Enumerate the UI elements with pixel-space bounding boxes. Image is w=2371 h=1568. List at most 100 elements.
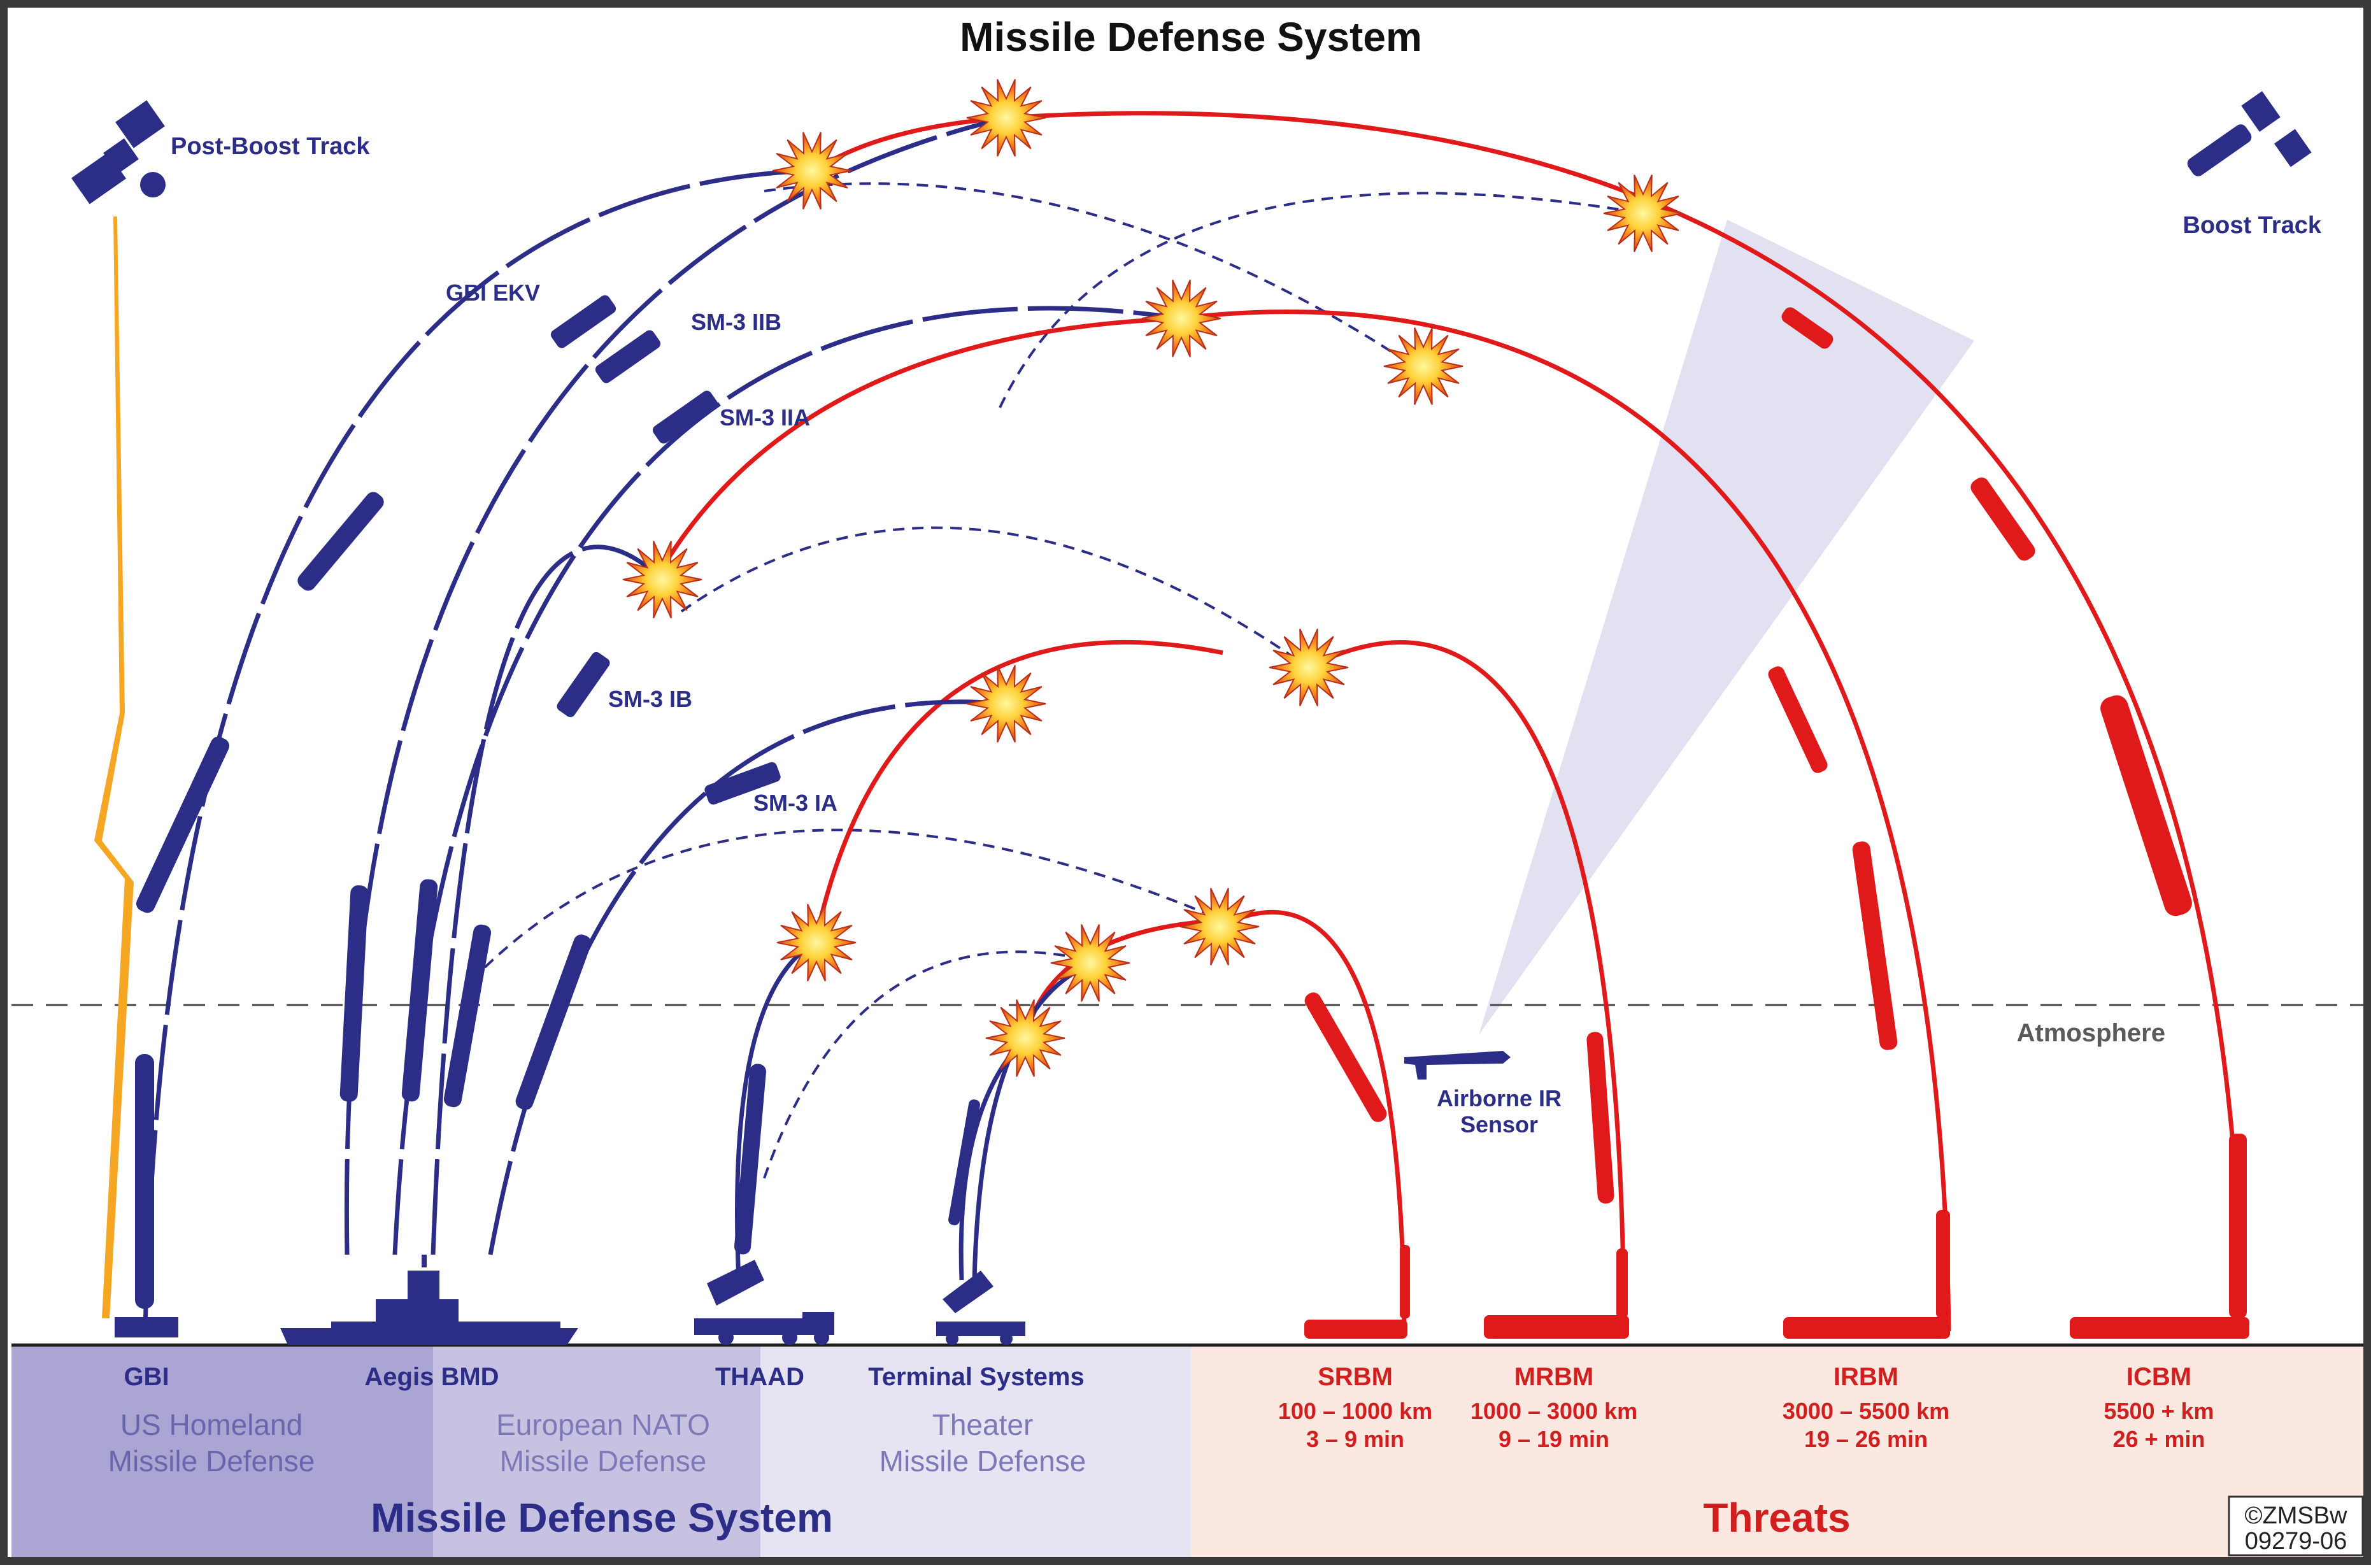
ground-platforms: [115, 1255, 2249, 1345]
terminal-trajectory-2: [972, 966, 1084, 1281]
satellite-right: [2187, 91, 2312, 176]
icbm-trajectory: [1006, 111, 2244, 1332]
patriot-wheel-1: [946, 1332, 958, 1345]
credit-line2: 09279-06: [2245, 1528, 2347, 1555]
post-boost-track-label: Post-Boost Track: [171, 133, 370, 160]
defense-system-gbi: GBI: [124, 1363, 169, 1391]
band-theater: [760, 1345, 1191, 1557]
mrbm-launch: [1616, 1248, 1628, 1318]
defense-system-aegis: Aegis BMD: [364, 1363, 499, 1391]
mrbm-missile: [1586, 1032, 1614, 1204]
threat-icbm-time: 26 + min: [2112, 1426, 2205, 1452]
sm3-ia-label: SM-3 IA: [753, 790, 837, 816]
predicted-path-5: [999, 192, 1644, 408]
threat-irbm-range: 3000 – 5500 km: [1783, 1398, 1949, 1424]
srbm-launcher: [1304, 1320, 1407, 1339]
intercept-burst-1: [966, 79, 1046, 157]
thaad-trajectory: [735, 940, 816, 1281]
srbm-launch: [1400, 1245, 1410, 1318]
aegis-missile-3: [443, 924, 492, 1108]
band-threats: [1191, 1345, 2363, 1557]
thaad-missile: [734, 1064, 767, 1255]
sm3-ib-kill-vehicle: [557, 652, 610, 718]
threat-mrbm-time: 9 – 19 min: [1499, 1426, 1609, 1452]
patriot-launcher: [936, 1271, 1025, 1336]
predicted-path-4: [764, 182, 1415, 367]
sm3-iib-kill-vehicle: [595, 330, 661, 383]
aegis-missile-1: [339, 885, 369, 1102]
srbm-trajectory: [1218, 909, 1407, 1332]
intercept-burst-11: [1050, 924, 1130, 1002]
icbm-launcher: [2070, 1317, 2249, 1339]
airborne-ir-sensor: [1404, 1051, 1511, 1080]
satellite-left-body: [103, 138, 139, 174]
lightning-bolt: [94, 217, 134, 1318]
intercept-burst-2: [772, 132, 852, 210]
threat-srbm-name: SRBM: [1318, 1363, 1393, 1391]
threat-irbm-name: IRBM: [1833, 1363, 1898, 1391]
interceptor-missiles: [135, 295, 980, 1309]
credit-box: [2228, 1495, 2364, 1557]
satellite-left-dish: [140, 172, 166, 197]
threat-mrbm-name: MRBM: [1514, 1363, 1593, 1391]
satellite-left: [71, 100, 166, 204]
icbm-missile-2: [1970, 477, 2035, 561]
thaad-wheel-1: [718, 1330, 734, 1345]
irbm-launch: [1936, 1210, 1950, 1318]
irbm-launcher: [1783, 1317, 1950, 1339]
gbi-stage-2: [297, 492, 384, 591]
patriot-wheel-2: [1000, 1332, 1013, 1345]
credit-line1: ©ZMSBw: [2245, 1502, 2348, 1529]
satellite-left-panel-2: [115, 100, 165, 148]
predicted-path-1: [763, 950, 1096, 1179]
footer-defense-title: Missile Defense System: [371, 1495, 833, 1541]
threat-icbm-range: 5500 + km: [2104, 1398, 2214, 1424]
aegis-missile-2: [401, 879, 438, 1102]
intercept-burst-5: [1383, 327, 1463, 405]
threat-trajectories: [657, 111, 2244, 1332]
intercept-bursts: [622, 79, 1683, 1077]
group-us-line2: Missile Defense: [108, 1444, 315, 1478]
sensor-cone: [1479, 220, 1974, 1035]
terminal-trajectory: [958, 1036, 1027, 1281]
mrbm-launcher: [1484, 1315, 1629, 1339]
band-us-homeland: [11, 1345, 433, 1557]
intercept-burst-9: [1179, 888, 1260, 966]
intercept-burst-3: [1603, 175, 1683, 252]
aegis-ship: [280, 1255, 578, 1345]
sm3-iia-kill-vehicle: [652, 390, 718, 444]
irbm-branch-trajectory: [657, 316, 1185, 574]
sm3-ib-label: SM-3 IB: [608, 686, 692, 712]
satellite-right-panel-1: [2241, 91, 2281, 132]
gbi-ekv-label: GBI EKV: [446, 280, 540, 306]
atmosphere-label: Atmosphere: [2017, 1019, 2165, 1047]
mrbm-trajectory: [1311, 640, 1627, 1332]
band-european-nato: [433, 1345, 760, 1557]
sensor-label-line1: Airborne IR: [1437, 1085, 1562, 1111]
icbm-missile-boost: [2100, 695, 2192, 916]
irbm-missile-2: [1768, 666, 1828, 773]
sm3-ia-kill-vehicle: [704, 762, 781, 805]
threat-irbm-time: 19 – 26 min: [1804, 1426, 1928, 1452]
sm3-iib-label: SM-3 IIB: [691, 309, 781, 335]
satellite-right-body: [2187, 124, 2252, 176]
predicted-paths: [470, 182, 1644, 1179]
threat-srbm-time: 3 – 9 min: [1306, 1426, 1404, 1452]
predicted-path-3: [680, 526, 1307, 667]
group-nato-line1: European NATO: [496, 1408, 710, 1441]
gbi-trajectory: [143, 168, 813, 1332]
group-us-line1: US Homeland: [120, 1408, 303, 1441]
sm3-iia-label: SM-3 IIA: [720, 404, 810, 431]
gbi-silo: [115, 1317, 178, 1337]
satellite-right-panel-2: [2274, 129, 2312, 167]
thaad-wheel-3: [814, 1330, 829, 1345]
gbi-missile: [135, 1054, 154, 1309]
terminal-missile: [948, 1099, 980, 1225]
irbm-trajectory: [1178, 310, 1951, 1332]
intercept-burst-7: [1269, 629, 1349, 706]
group-nato-line2: Missile Defense: [500, 1444, 707, 1478]
sensor-label-line2: Sensor: [1460, 1111, 1538, 1137]
